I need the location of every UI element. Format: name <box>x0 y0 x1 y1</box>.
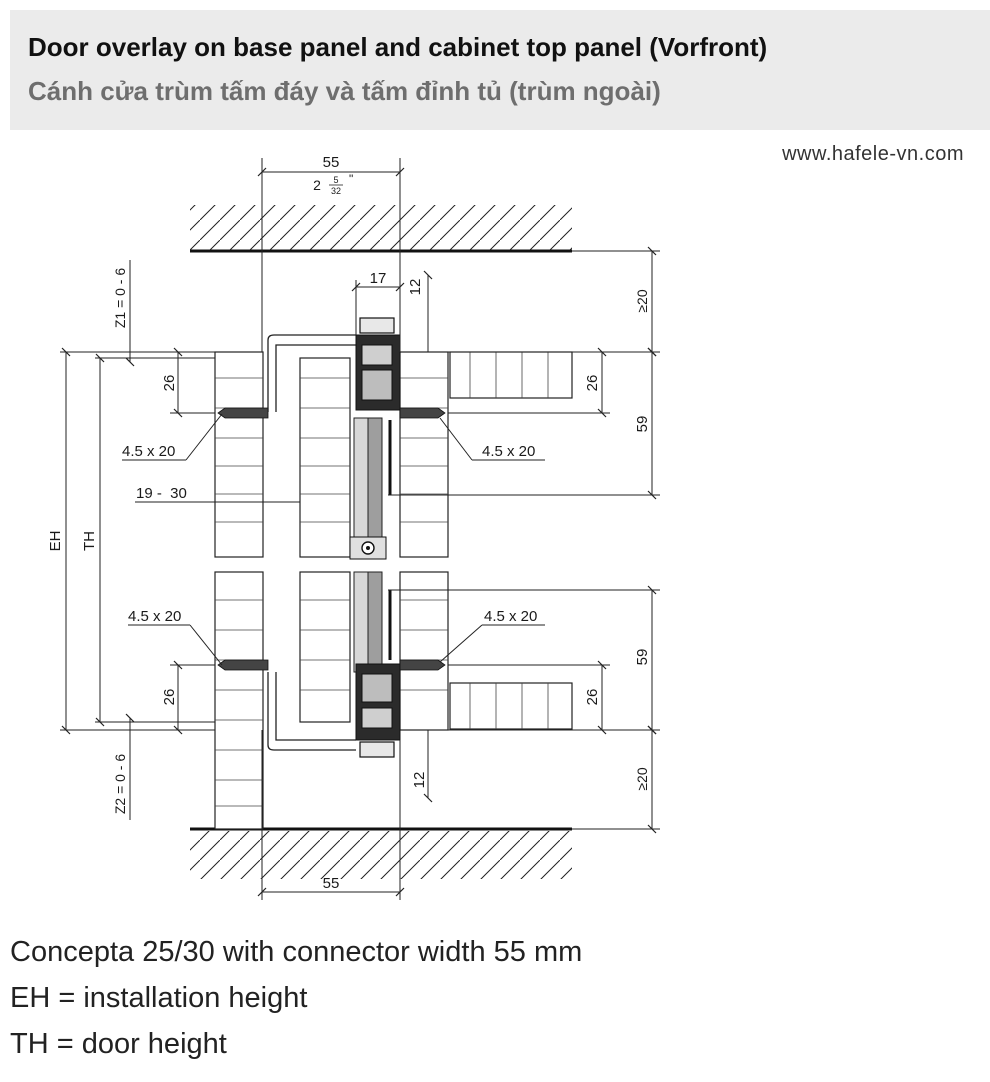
dimension-lines <box>60 158 660 900</box>
dim-59-top: 59 <box>634 416 651 433</box>
screw-bottom-right-icon <box>399 659 446 671</box>
dim-26-top-left: 26 <box>161 375 178 392</box>
caption-product: Concepta 25/30 with connector width 55 m… <box>10 936 583 968</box>
dim-top-inch-num: 5 <box>333 175 338 185</box>
dim-26-bottom-right: 26 <box>584 689 601 706</box>
dim-top-inch-mark: " <box>349 172 353 186</box>
title-banner: Door overlay on base panel and cabinet t… <box>10 10 990 130</box>
leader-lines <box>122 413 545 666</box>
door-thickness-label: 19 - 30 <box>136 485 187 502</box>
dim-12-bottom: 12 <box>411 772 428 789</box>
screw-label-bottom-right: 4.5 x 20 <box>484 608 537 625</box>
dim-top-width: 55 <box>323 154 340 171</box>
dim-26-top-right: 26 <box>584 375 601 392</box>
upper-runner-assembly <box>349 317 401 560</box>
dim-eh: EH <box>47 531 64 552</box>
dim-26-bottom-left: 26 <box>161 689 178 706</box>
dim-17: 17 <box>370 270 387 287</box>
screw-top-left-icon <box>217 407 269 419</box>
screw-top-right-icon <box>399 407 446 419</box>
right-door-upper <box>399 351 449 558</box>
dim-ge20-bottom: ≥20 <box>634 767 650 790</box>
lower-runner-assembly <box>353 571 401 758</box>
floor-wall <box>190 827 572 879</box>
caption-eh: EH = installation height <box>10 982 308 1014</box>
cabinet-top-panel <box>449 351 573 399</box>
screw-label-top-left: 4.5 x 20 <box>122 443 175 460</box>
dim-bottom-width: 55 <box>323 875 340 892</box>
caption-th: TH = door height <box>10 1028 227 1060</box>
dim-z2: Z2 = 0 - 6 <box>112 754 128 815</box>
dim-z1: Z1 = 0 - 6 <box>112 268 128 329</box>
left-door-lower <box>214 571 264 830</box>
left-door-upper <box>214 351 264 558</box>
page-subtitle: Cánh cửa trùm tấm đáy và tấm đỉnh tủ (tr… <box>28 76 661 106</box>
cabinet-base-panel <box>449 682 573 730</box>
source-url: www.hafele-vn.com <box>782 143 964 165</box>
middle-door-upper <box>299 357 351 558</box>
screw-bottom-left-icon <box>217 659 269 671</box>
dim-top-inch-den: 32 <box>331 186 341 196</box>
dim-59-bottom: 59 <box>634 649 651 666</box>
dim-ge20-top: ≥20 <box>634 289 650 312</box>
ceiling-wall <box>190 205 572 253</box>
technical-drawing: 55 2 5 32 " 55 17 12 12 Z1 = 0 - 6 Z2 = … <box>47 154 660 900</box>
page-title: Door overlay on base panel and cabinet t… <box>28 32 768 62</box>
screw-label-bottom-left: 4.5 x 20 <box>128 608 181 625</box>
middle-door-lower <box>299 571 351 723</box>
screw-label-top-right: 4.5 x 20 <box>482 443 535 460</box>
dim-top-inch-whole: 2 <box>313 177 321 193</box>
right-door-lower <box>399 571 449 731</box>
connector-profile <box>267 334 356 751</box>
dim-th: TH <box>81 531 98 551</box>
dim-12-top: 12 <box>407 279 424 296</box>
